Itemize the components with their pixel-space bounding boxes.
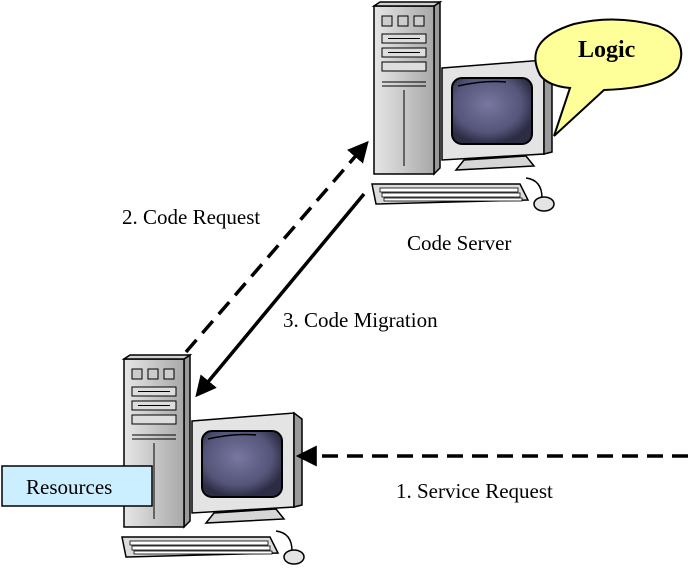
code-server-computer-icon bbox=[371, 1, 555, 212]
code-server-label: Code Server bbox=[407, 231, 511, 255]
code-migration-arrow bbox=[195, 192, 366, 398]
code-request-label: 2. Code Request bbox=[122, 205, 260, 229]
resources-label: Resources bbox=[26, 475, 112, 499]
client-computer-icon bbox=[121, 354, 305, 565]
code-migration-label: 3. Code Migration bbox=[283, 308, 438, 332]
code-request-arrow bbox=[184, 140, 369, 354]
resources-box bbox=[1, 465, 153, 507]
logic-bubble-text: Logic bbox=[578, 37, 636, 63]
logic-speech-bubble bbox=[534, 18, 683, 137]
service-request-label: 1. Service Request bbox=[396, 479, 553, 503]
